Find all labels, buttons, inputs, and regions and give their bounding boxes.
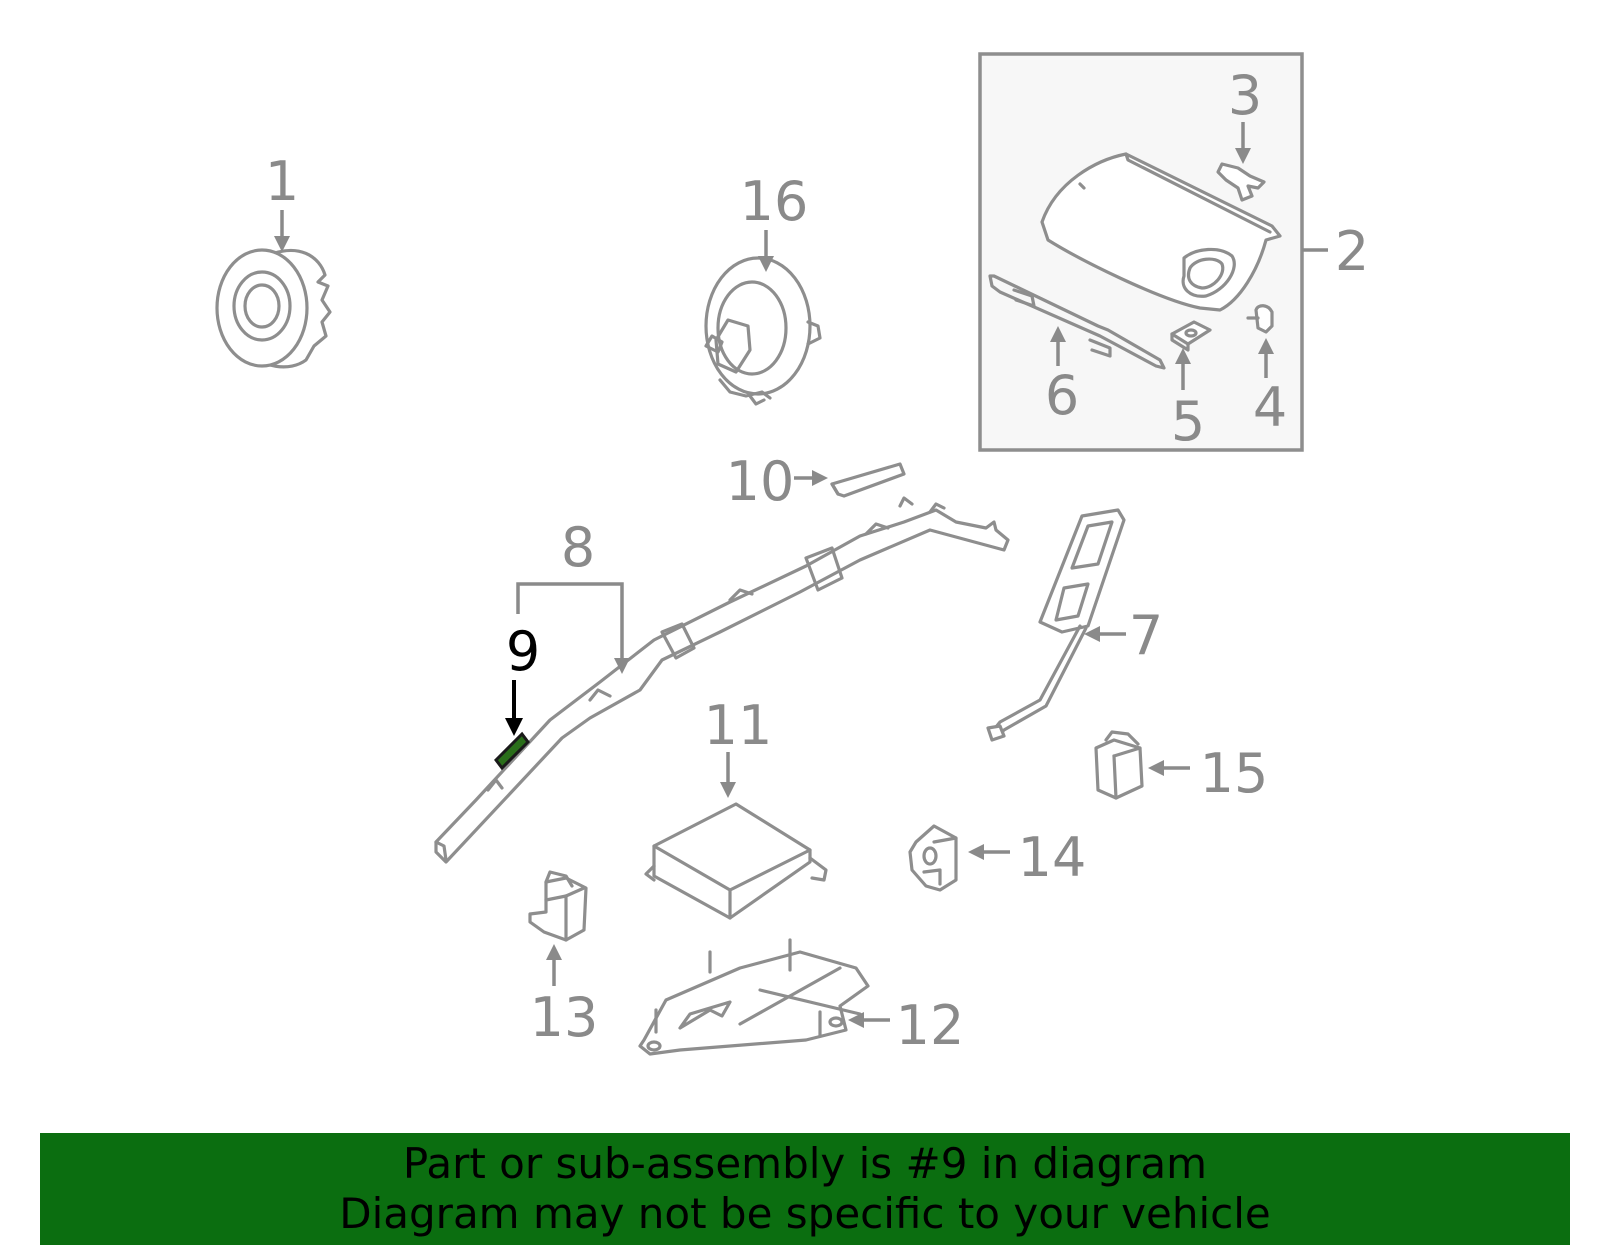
leader-lines xyxy=(274,122,1328,1028)
callout-10: 10 xyxy=(726,450,795,513)
banner-line-1: Part or sub-assembly is #9 in diagram xyxy=(402,1139,1208,1188)
part-13-sensor[interactable] xyxy=(528,870,588,942)
part-16-clock-spring[interactable] xyxy=(704,256,822,406)
callout-16: 16 xyxy=(740,170,809,233)
callout-8: 8 xyxy=(561,516,595,579)
callout-6: 6 xyxy=(1045,364,1079,427)
part-10-bracket[interactable] xyxy=(830,462,906,498)
part-12-mounting-bracket[interactable] xyxy=(638,938,870,1056)
part-7-harness-bracket[interactable] xyxy=(986,508,1126,742)
callout-5: 5 xyxy=(1171,390,1205,453)
callout-9: 9 xyxy=(506,620,540,683)
callout-13: 13 xyxy=(530,986,599,1049)
callout-7: 7 xyxy=(1129,604,1163,667)
banner-line-2: Diagram may not be specific to your vehi… xyxy=(339,1189,1271,1238)
part-14-sensor[interactable] xyxy=(908,824,958,892)
part-8-curtain-airbag[interactable] xyxy=(434,496,1010,864)
part-6-bracket[interactable] xyxy=(988,274,1166,370)
part-9-clip[interactable] xyxy=(494,731,530,771)
part-15-sensor[interactable] xyxy=(1094,730,1144,800)
part-1-driver-airbag[interactable] xyxy=(215,248,332,369)
part-4-push-rivet[interactable] xyxy=(1246,304,1274,334)
callout-1: 1 xyxy=(265,150,299,213)
part-3-clip[interactable] xyxy=(1216,162,1266,202)
callout-15: 15 xyxy=(1200,742,1269,805)
part-5-bracket-nut[interactable] xyxy=(1170,320,1212,352)
callout-4: 4 xyxy=(1253,376,1287,439)
callout-3: 3 xyxy=(1228,64,1262,127)
part-2-passenger-airbag[interactable] xyxy=(1040,152,1282,312)
callout-12: 12 xyxy=(896,994,965,1057)
callout-11: 11 xyxy=(704,694,773,757)
info-banner: Part or sub-assembly is #9 in diagram Di… xyxy=(40,1133,1570,1245)
callout-2: 2 xyxy=(1335,220,1369,283)
part-11-control-module[interactable] xyxy=(644,802,828,920)
callout-14: 14 xyxy=(1018,826,1087,889)
